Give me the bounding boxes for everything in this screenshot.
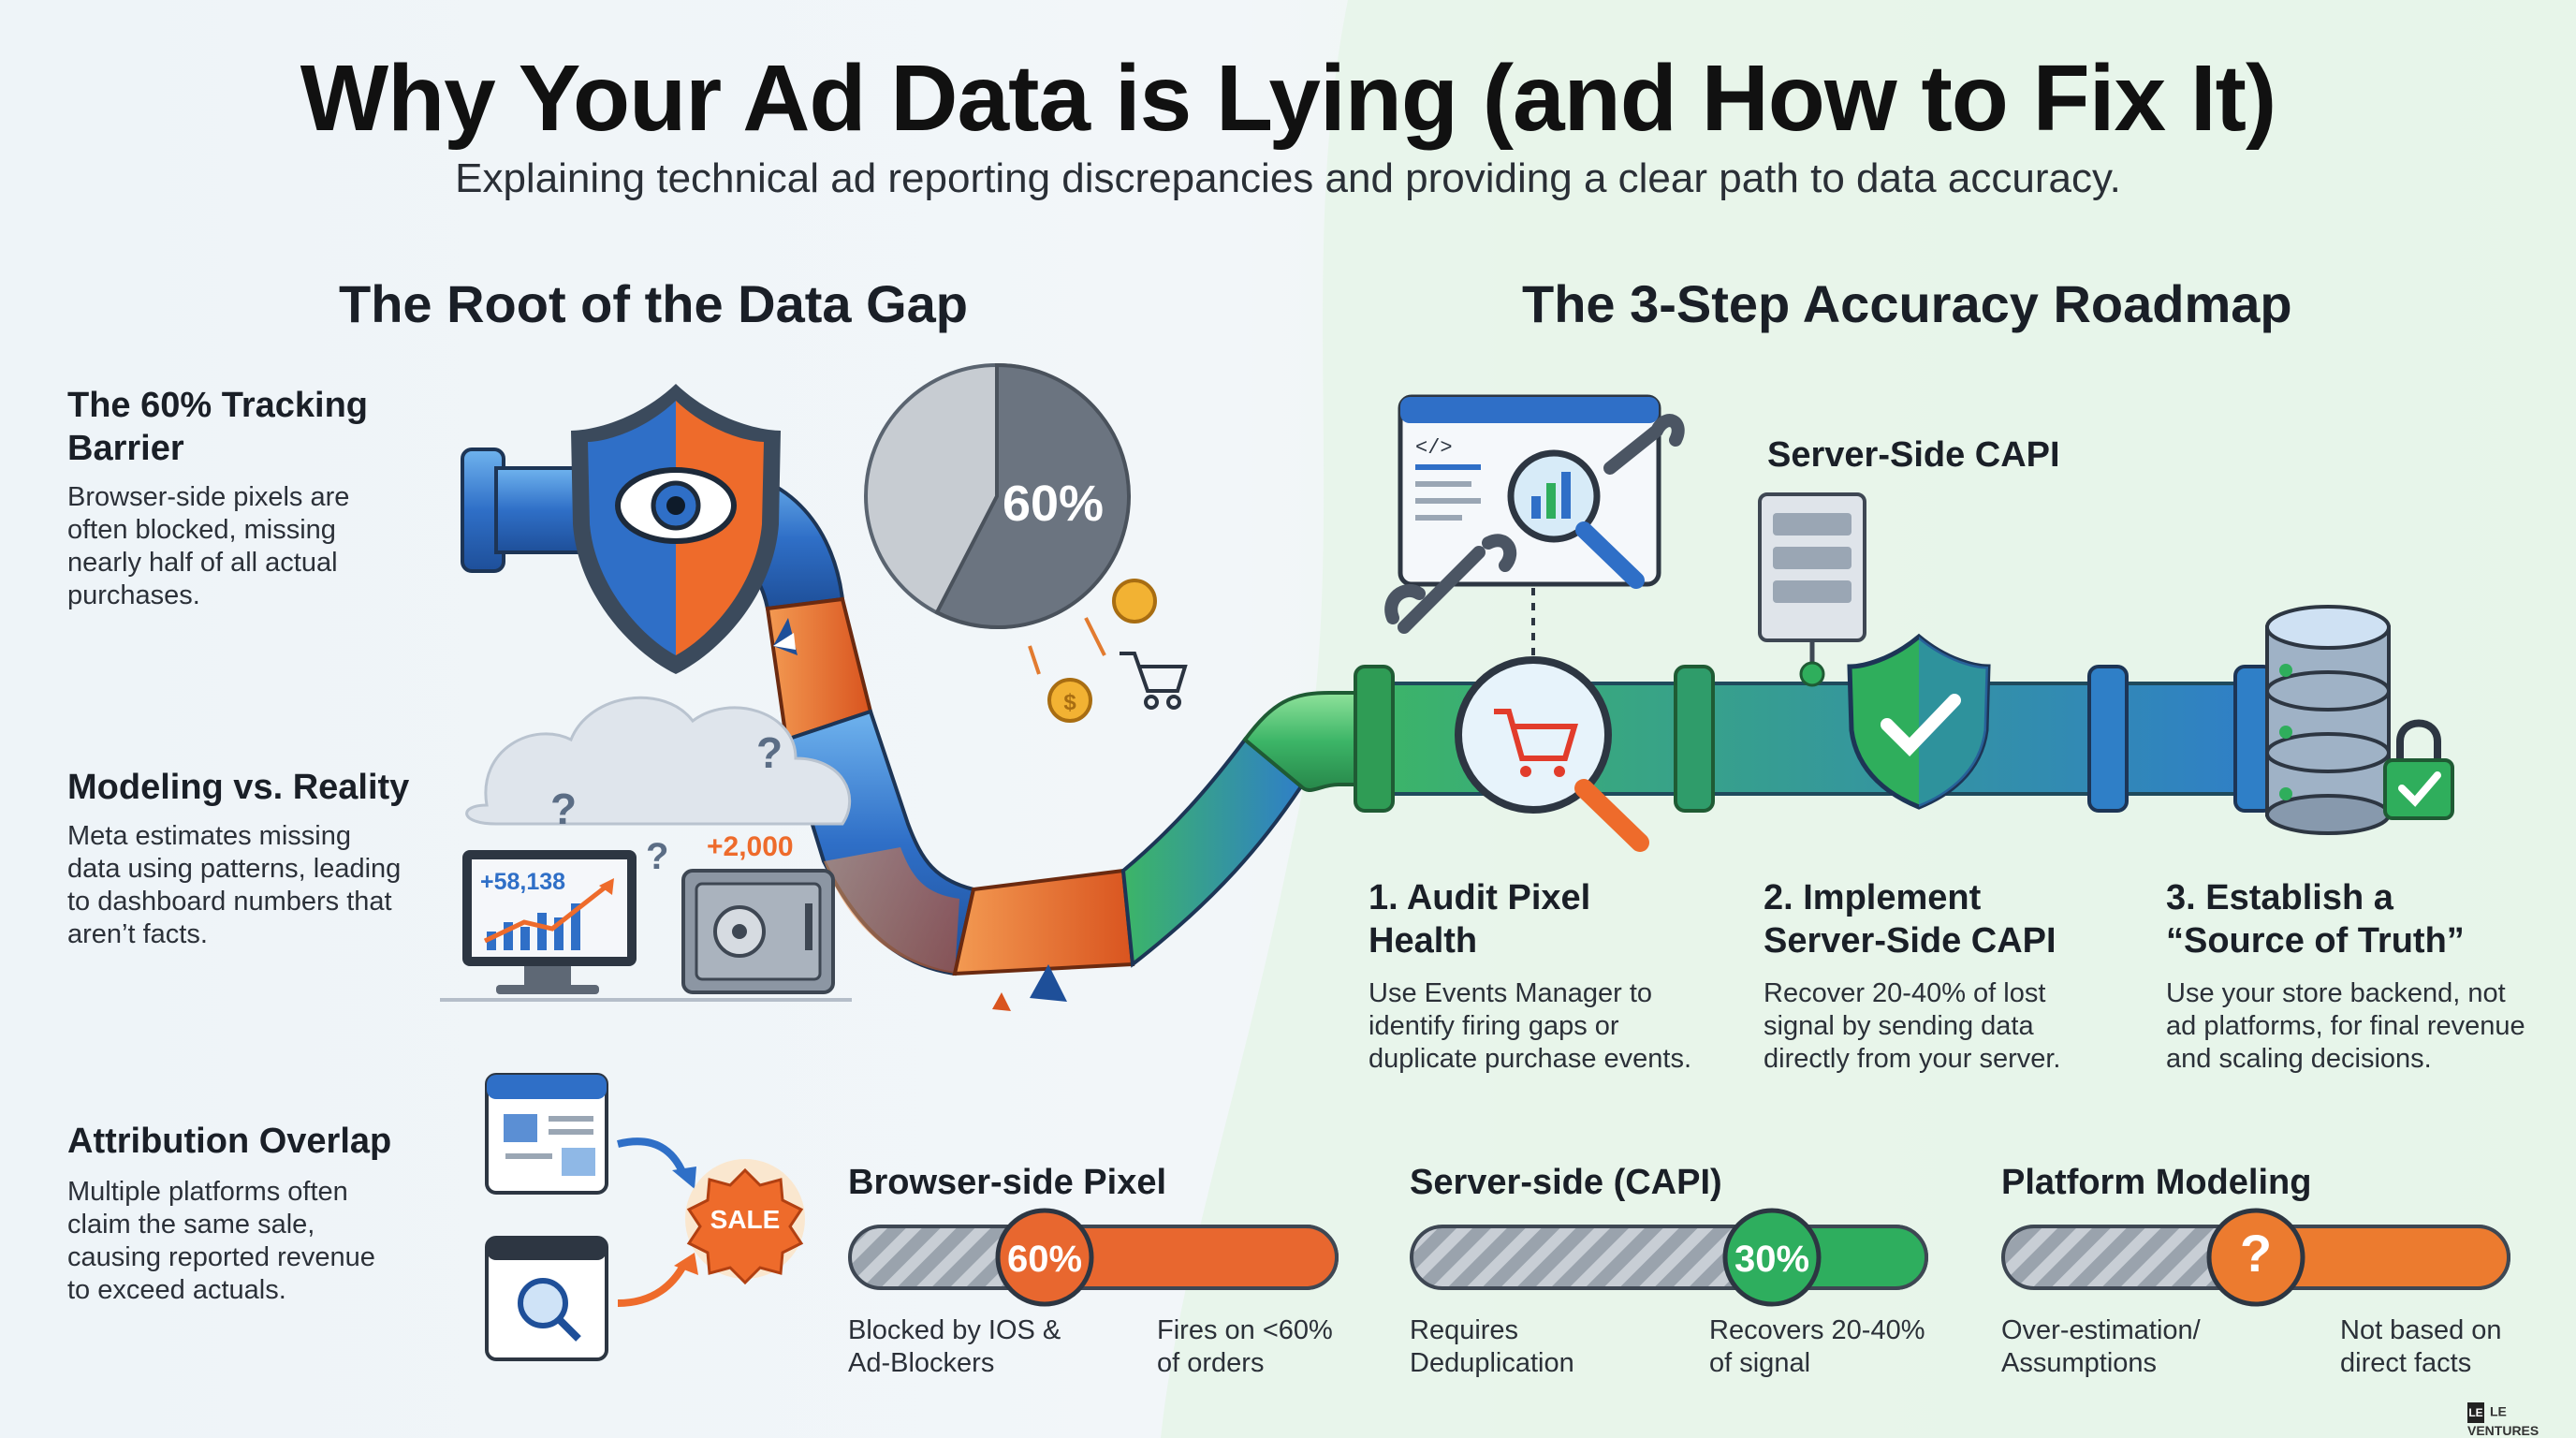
step-desc-line: duplicate purchase events. (1368, 1044, 1691, 1074)
bar-left-line2: Ad-Blockers (848, 1348, 995, 1378)
item-desc-line: causing reported revenue (67, 1242, 375, 1272)
item-title-line1: The 60% Tracking (67, 386, 369, 425)
step-title-line1: 3. Establish a (2166, 878, 2393, 917)
brand-name: LE VENTURES (2467, 1403, 2539, 1438)
bar-right-line2: direct facts (2340, 1348, 2472, 1378)
bar-left-line1: Blocked by IOS & (848, 1315, 1061, 1345)
step-desc-line: Use Events Manager to (1368, 978, 1653, 1008)
item-desc-line: claim the same sale, (67, 1210, 315, 1240)
item-title-line2: Barrier (67, 429, 184, 468)
item-desc-line: Meta estimates missing (67, 821, 351, 851)
bar-right-line1: Fires on <60% (1157, 1315, 1333, 1345)
bar-right-line2: of signal (1709, 1348, 1811, 1378)
item-desc-line: purchases. (67, 580, 200, 610)
step-title-line2: Server-Side CAPI (1764, 921, 2056, 961)
step-desc-line: directly from your server. (1764, 1044, 2061, 1074)
step-desc-line: ad platforms, for final revenue (2166, 1011, 2525, 1041)
bar-right-line1: Recovers 20-40% (1709, 1315, 1925, 1345)
page-title: Why Your Ad Data is Lying (and How to Fi… (300, 46, 2277, 151)
step-title-line2: “Source of Truth” (2166, 921, 2465, 961)
item-desc-line: often blocked, missing (67, 515, 336, 545)
step-title-line2: Health (1368, 921, 1478, 961)
item-desc-line: nearly half of all actual (67, 548, 338, 578)
bar-left-line1: Over-estimation/ (2001, 1315, 2201, 1345)
bar-title: Platform Modeling (2001, 1163, 2312, 1202)
step-desc-line: Recover 20-40% of lost (1764, 978, 2046, 1008)
item-desc-line: Browser-side pixels are (67, 482, 350, 512)
step-desc-line: Use your store backend, not (2166, 978, 2506, 1008)
bar-title: Browser-side Pixel (848, 1163, 1167, 1202)
step-desc-line: and scaling decisions. (2166, 1044, 2432, 1074)
item-desc-line: Multiple platforms often (67, 1177, 348, 1207)
item-desc-line: to exceed actuals. (67, 1275, 286, 1305)
item-desc-line: data using patterns, leading (67, 854, 402, 884)
item-desc-line: aren’t facts. (67, 919, 208, 949)
right-section-heading: The 3-Step Accuracy Roadmap (1522, 274, 2292, 333)
bar-left-line1: Requires (1410, 1315, 1519, 1345)
step-desc-line: identify firing gaps or (1368, 1011, 1619, 1041)
step-title-line1: 2. Implement (1764, 878, 1982, 917)
bar-left-line2: Deduplication (1410, 1348, 1574, 1378)
item-title-line1: Modeling vs. Reality (67, 768, 410, 807)
bar-left-line2: Assumptions (2001, 1348, 2158, 1378)
item-desc-line: to dashboard numbers that (67, 887, 392, 917)
step-title-line1: 1. Audit Pixel (1368, 878, 1591, 917)
bar-title: Server-side (CAPI) (1410, 1163, 1722, 1202)
page-subtitle: Explaining technical ad reporting discre… (455, 155, 2121, 201)
brand-mark: LE (2467, 1402, 2484, 1423)
left-section-heading: The Root of the Data Gap (339, 274, 968, 333)
bar-right-line1: Not based on (2340, 1315, 2502, 1345)
bar-right-line2: of orders (1157, 1348, 1265, 1378)
step-desc-line: signal by sending data (1764, 1011, 2034, 1041)
item-title-line1: Attribution Overlap (67, 1122, 392, 1161)
